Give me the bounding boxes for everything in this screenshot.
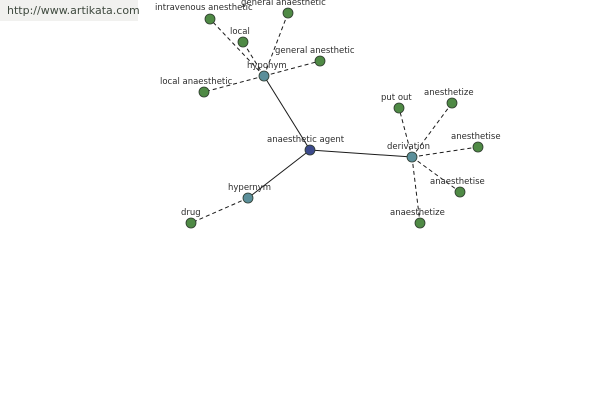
edge-hyponym-intravenous-anesthetic (209, 18, 265, 77)
term-label-local-anaesthetic[interactable]: local anaesthetic (160, 77, 233, 87)
term-node-put-out[interactable] (393, 102, 405, 114)
term-label-anaesthetize[interactable]: anaesthetize (390, 208, 445, 218)
term-node-local[interactable] (237, 36, 249, 48)
term-node-general-anesthetic[interactable] (314, 55, 326, 67)
edge-derivation-anaesthetise (411, 156, 461, 193)
term-node-general-anaesthetic[interactable] (282, 7, 294, 19)
term-node-anesthetise[interactable] (472, 141, 484, 153)
edge-hyponym-general-anesthetic (263, 60, 321, 77)
center-node-label[interactable]: anaesthetic agent (267, 135, 345, 145)
term-label-anesthetise[interactable]: anesthetise (451, 132, 501, 142)
relation-node-hypernym[interactable] (242, 192, 254, 204)
relation-label-hypernym[interactable]: hypernym (228, 183, 271, 193)
term-node-intravenous-anesthetic[interactable] (204, 13, 216, 25)
term-node-anesthetize[interactable] (446, 97, 458, 109)
edge-derivation-put-out (398, 107, 413, 158)
term-label-general-anaesthetic[interactable]: general anaesthetic (241, 0, 326, 8)
edge-center-hyponym (263, 75, 311, 151)
term-label-general-anesthetic[interactable]: general anesthetic (275, 46, 355, 56)
relation-node-hyponym[interactable] (258, 70, 270, 82)
term-label-anesthetize[interactable]: anesthetize (424, 88, 474, 98)
edges-layer (190, 12, 479, 224)
term-label-anaesthetise[interactable]: anaesthetise (430, 177, 485, 187)
edge-derivation-anesthetize (411, 102, 453, 158)
edge-hyponym-local-anaesthetic (203, 75, 265, 93)
relation-label-hyponym[interactable]: hyponym (247, 61, 287, 71)
relation-node-derivation[interactable] (406, 151, 418, 163)
edge-hypernym-drug (190, 197, 249, 224)
term-node-anaesthetise[interactable] (454, 186, 466, 198)
term-node-drug[interactable] (185, 217, 197, 229)
labels-layer: anaesthetic agent hyponym intravenous anes… (155, 0, 501, 218)
term-label-put-out[interactable]: put out (381, 93, 412, 103)
term-label-local[interactable]: local (230, 27, 250, 37)
term-node-anaesthetize[interactable] (414, 217, 426, 229)
center-node[interactable] (304, 144, 316, 156)
edge-hyponym-general-anaesthetic (263, 12, 289, 77)
nodes-layer (185, 7, 484, 229)
source-link[interactable]: http://www.artikata.com (0, 0, 140, 21)
term-node-local-anaesthetic[interactable] (198, 86, 210, 98)
relation-label-derivation[interactable]: derivation (387, 142, 430, 152)
term-label-intravenous-anesthetic[interactable]: intravenous anesthetic (155, 3, 253, 13)
term-label-drug[interactable]: drug (181, 208, 201, 218)
edge-center-derivation (309, 149, 413, 158)
edge-center-hypernym (247, 149, 311, 199)
